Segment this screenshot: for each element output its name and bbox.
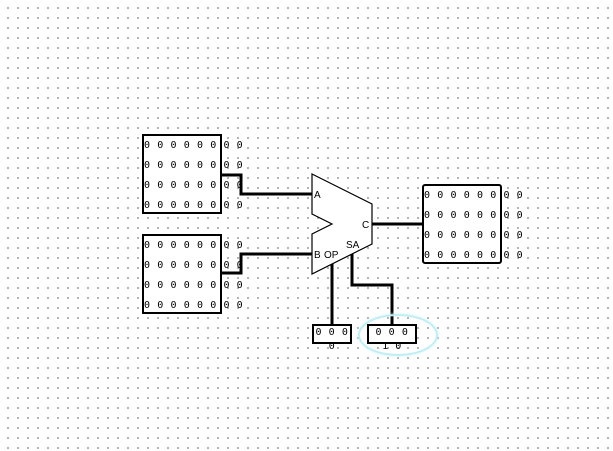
register-a-row: 0 0 0 0 0 0 0 0 xyxy=(144,140,244,151)
selection-highlight xyxy=(358,314,438,356)
register-a[interactable]: 0 0 0 0 0 0 0 0 0 0 0 0 0 0 0 0 0 0 0 0 … xyxy=(142,134,244,214)
op-input[interactable]: 0 0 0 0 xyxy=(312,324,352,352)
register-b-row: 0 0 0 0 0 0 0 0 xyxy=(144,300,244,311)
register-c-row: 0 0 0 0 0 0 0 0 xyxy=(424,190,524,201)
sa-input-value: 0 0 0 1 0 xyxy=(375,327,409,352)
wire-b[interactable] xyxy=(219,252,314,275)
register-b[interactable]: 0 0 0 0 0 0 0 0 0 0 0 0 0 0 0 0 0 0 0 0 … xyxy=(142,234,244,314)
register-b-row: 0 0 0 0 0 0 0 0 xyxy=(144,280,244,291)
wire-sa[interactable] xyxy=(350,252,394,326)
register-a-row: 0 0 0 0 0 0 0 0 xyxy=(144,160,244,171)
wire-a[interactable] xyxy=(219,173,314,196)
alu-pin-c-label: C xyxy=(362,220,370,231)
alu-pin-op-label: OP xyxy=(324,250,339,261)
alu-pin-a-label: A xyxy=(314,190,321,201)
sa-input[interactable]: 0 0 0 1 0 xyxy=(367,324,417,352)
register-a-row: 0 0 0 0 0 0 0 0 xyxy=(144,180,244,191)
alu-body[interactable] xyxy=(311,173,373,275)
register-c-row: 0 0 0 0 0 0 0 0 xyxy=(424,230,524,241)
register-c[interactable]: 0 0 0 0 0 0 0 0 0 0 0 0 0 0 0 0 0 0 0 0 … xyxy=(422,184,524,264)
alu-pin-b-label: B xyxy=(314,250,321,261)
register-c-row: 0 0 0 0 0 0 0 0 xyxy=(424,210,524,221)
register-b-row: 0 0 0 0 0 0 0 0 xyxy=(144,240,244,251)
alu-pin-sa-label: SA xyxy=(346,240,360,251)
register-b-row: 0 0 0 0 0 0 0 0 xyxy=(144,260,244,271)
register-a-row: 0 0 0 0 0 0 0 0 xyxy=(144,200,244,211)
register-c-row: 0 0 0 0 0 0 0 0 xyxy=(424,250,524,261)
op-input-value: 0 0 0 0 xyxy=(315,327,349,352)
